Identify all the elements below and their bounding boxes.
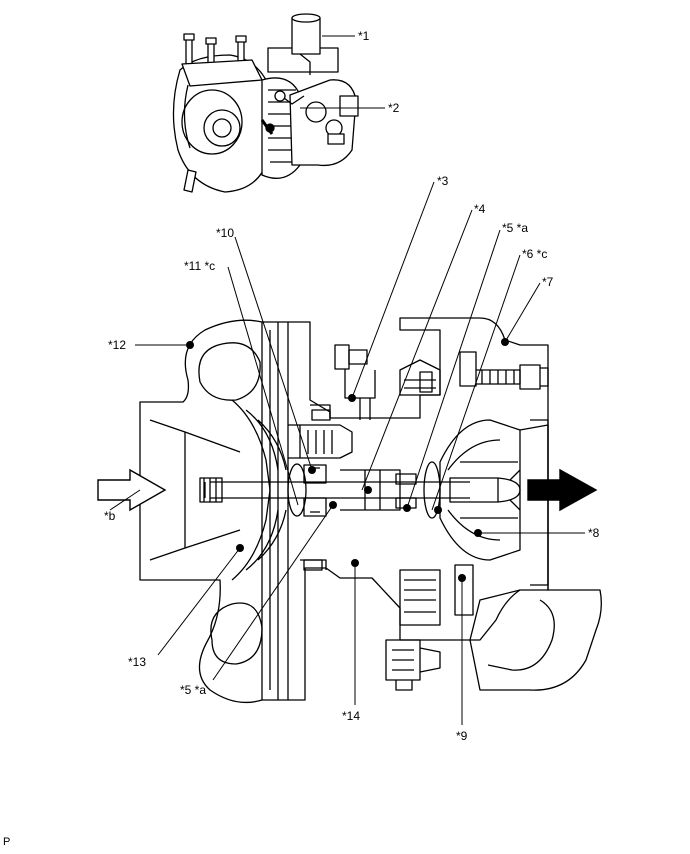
center-housing [288, 317, 549, 701]
callout-b: *b [104, 509, 116, 523]
intake-arrow [97, 468, 167, 512]
exhaust-arrow [527, 468, 598, 512]
callout-13: *13 [128, 655, 146, 669]
callout-labels: *1 *2 *3 *4 *5 *a *6 *c *7 *8 *9 *10 *11… [104, 29, 600, 743]
bottom-bolt-assembly [385, 564, 474, 691]
callout-4: *4 [474, 202, 486, 216]
turbine-wheel [439, 419, 521, 561]
callout-14: *14 [342, 709, 360, 723]
turbocharger-exterior-view [172, 13, 359, 193]
shaft [204, 481, 470, 499]
turbocharger-cross-section [139, 317, 602, 704]
callout-8: *8 [588, 526, 600, 540]
callout-9: *9 [456, 729, 468, 743]
callout-5-a-bottom: *5 *a [180, 683, 206, 697]
leader-dots [186, 338, 509, 582]
corner-mark: P [3, 836, 11, 848]
callout-12: *12 [108, 338, 126, 352]
compressor-housing [139, 319, 289, 704]
callout-3: *3 [437, 174, 449, 188]
callout-5-a-top: *5 *a [502, 221, 528, 235]
turbine-housing [469, 424, 602, 691]
callout-7: *7 [542, 275, 554, 289]
callout-2: *2 [388, 101, 400, 115]
top-bolt-assembly [334, 344, 549, 420]
callout-10: *10 [216, 226, 234, 240]
callout-11-c: *11 *c [184, 259, 215, 273]
callout-6-c: *6 *c [522, 247, 547, 261]
leader-lines [109, 35, 585, 725]
callout-1: *1 [358, 29, 370, 43]
